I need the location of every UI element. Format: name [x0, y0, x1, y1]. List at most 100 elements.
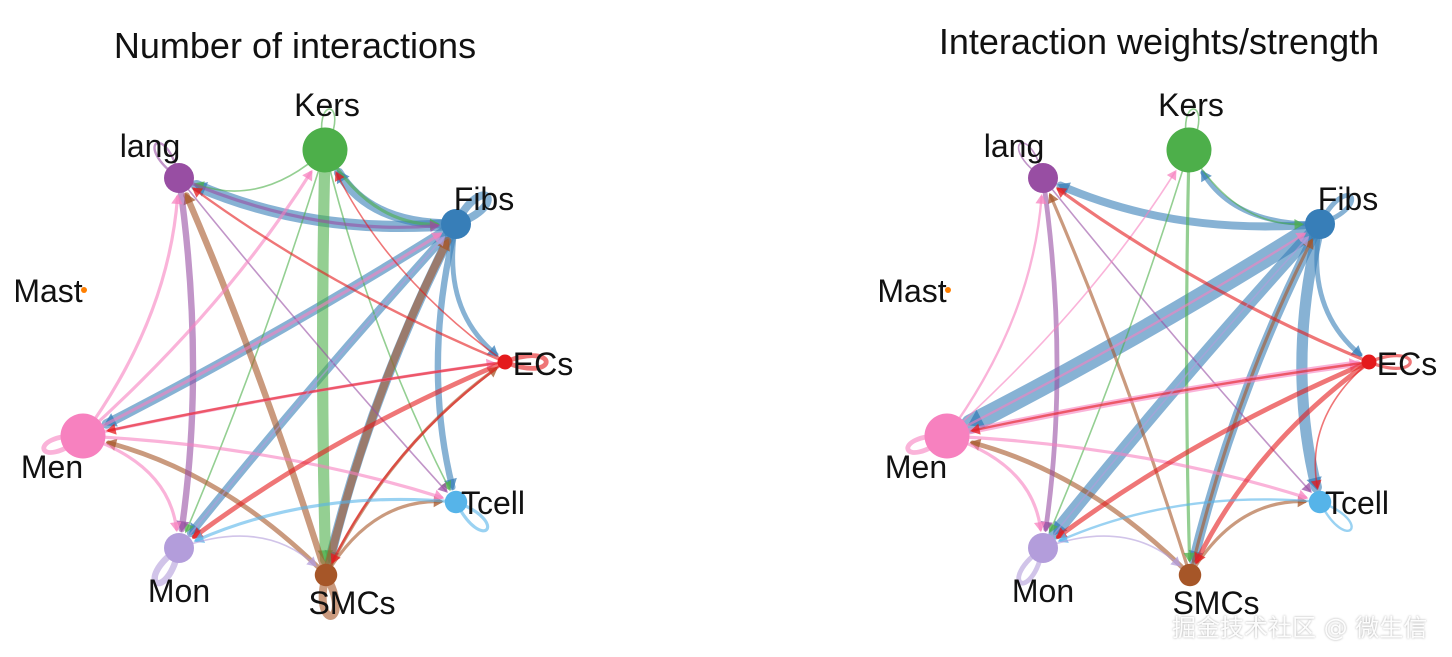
self-loop-ecs: [1368, 354, 1412, 370]
edge-fibs-to-ecs: [1314, 221, 1363, 358]
edge-smcs-to-lang: [183, 192, 330, 579]
edge-men-to-lang: [81, 195, 180, 438]
edge-lang-to-tcell: [178, 177, 447, 492]
edge-mon-to-smcs: [178, 535, 316, 566]
node-label-tcell: Tcell: [461, 485, 525, 521]
node-label-men: Men: [21, 449, 83, 485]
arrowhead-men-to-tcell: [433, 489, 445, 501]
node-label-ecs: ECs: [513, 346, 573, 382]
arrowhead-men-to-fibs: [430, 232, 443, 243]
edge-smcs-to-fibs: [322, 236, 452, 579]
edge-ecs-to-mon: [1055, 359, 1372, 540]
self-loop-ecs: [504, 353, 549, 371]
node-tcell: [1308, 490, 1332, 514]
edge-lang-to-fibs: [177, 176, 439, 229]
arrowhead-men-to-mon: [169, 521, 182, 533]
edge-smcs-to-men: [106, 440, 329, 578]
arrowhead-lang-to-fibs: [429, 220, 441, 233]
node-fibs: [441, 209, 471, 239]
edge-men-to-tcell: [945, 434, 1308, 500]
arrowhead-fibs-to-ecs: [1350, 345, 1363, 357]
node-men: [60, 413, 106, 459]
arrowhead-fibs-to-ecs: [486, 345, 499, 357]
node-fibs: [1305, 209, 1335, 239]
edge-ecs-to-smcs: [1194, 359, 1372, 564]
arrowhead-ecs-to-lang: [191, 187, 204, 198]
panel-number-of-interactions: Number of interactions KerslangFibsMastE…: [13, 25, 573, 621]
arrowhead-men-to-kers: [1166, 169, 1177, 181]
edge-men-to-tcell: [81, 434, 444, 500]
edge-ecs-to-kers: [336, 172, 506, 363]
panel-title: Number of interactions: [114, 25, 476, 66]
edge-mon-to-fibs: [1042, 237, 1309, 549]
arrowhead-smcs-to-lang: [1047, 192, 1059, 205]
arrowhead-smcs-to-fibs: [437, 238, 450, 252]
edge-lang-to-mon: [175, 174, 197, 533]
edge-mon-to-smcs: [1042, 535, 1180, 566]
arrowhead-men-to-tcell: [1297, 489, 1309, 501]
node-ecs: [1361, 354, 1377, 370]
node-lang: [164, 163, 194, 193]
node-men: [924, 413, 970, 459]
edge-ecs-to-smcs: [331, 360, 507, 563]
edge-fibs-to-tcell: [1296, 218, 1326, 493]
arrowhead-ecs-to-tcell: [1310, 479, 1322, 490]
arrowhead-men-to-lang: [171, 193, 183, 205]
edge-mon-to-fibs: [178, 237, 445, 549]
node-smcs: [1178, 563, 1202, 587]
self-loop-lang: [153, 141, 181, 179]
arrowhead-men-to-lang: [1035, 193, 1047, 205]
node-label-lang: lang: [120, 128, 181, 164]
self-loop-mon: [151, 545, 183, 587]
node-label-kers: Kers: [294, 87, 360, 123]
edge-kers-to-mon: [1049, 149, 1190, 532]
arrowhead-ecs-to-lang: [1055, 187, 1068, 198]
arrowhead-mon-to-fibs: [1298, 235, 1310, 247]
node-mast: [81, 287, 87, 293]
node-ecs: [497, 354, 513, 370]
watermark-text: 掘金技术社区 @ 微生信: [1172, 614, 1428, 642]
arrowhead-ecs-to-smcs: [330, 552, 341, 565]
node-label-lang: lang: [984, 128, 1045, 164]
self-loop-fibs: [1317, 193, 1355, 227]
edge-kers-to-smcs: [316, 144, 332, 566]
edge-men-to-fibs: [945, 232, 1306, 438]
node-label-smcs: SMCs: [308, 585, 395, 621]
self-loop-lang: [1017, 142, 1044, 179]
self-loop-tcell: [454, 500, 490, 533]
edge-smcs-to-fibs: [1188, 239, 1313, 577]
node-tcell: [444, 490, 468, 514]
panel-title: Interaction weights/strength: [939, 21, 1379, 62]
edge-kers-to-smcs: [1184, 148, 1192, 562]
node-label-fibs: Fibs: [1318, 181, 1378, 217]
node-label-mon: Mon: [148, 573, 210, 609]
node-kers: [302, 127, 348, 173]
node-mast: [945, 287, 951, 293]
arrowhead-mon-to-smcs: [1170, 556, 1181, 567]
edge-fibs-to-lang: [1056, 181, 1324, 231]
node-label-men: Men: [885, 449, 947, 485]
node-mon: [1028, 533, 1058, 563]
edge-fibs-to-kers: [1200, 170, 1323, 227]
edges-layer: [41, 108, 549, 620]
panel-interaction-weights: Interaction weights/strength Kers langFib…: [877, 21, 1437, 621]
node-label-kers: Kers: [1158, 87, 1224, 123]
edge-men-to-kers: [81, 170, 313, 438]
arrowhead-men-to-kers: [302, 169, 313, 182]
self-loop-fibs: [452, 191, 492, 228]
edge-ecs-to-lang: [1056, 187, 1371, 364]
arrowhead-lang-to-tcell: [1301, 482, 1312, 493]
edge-kers-to-tcell: [324, 149, 450, 490]
edge-fibs-to-men: [960, 214, 1330, 434]
node-lang: [1028, 163, 1058, 193]
edge-lang-to-tcell: [1042, 177, 1311, 492]
edge-lang-to-mon: [1040, 175, 1060, 532]
self-loop-smcs: [318, 573, 340, 620]
edge-ecs-to-mon: [191, 359, 508, 540]
self-loop-tcell: [1318, 500, 1353, 532]
node-label-fibs: Fibs: [454, 181, 514, 217]
node-kers: [1166, 127, 1212, 173]
